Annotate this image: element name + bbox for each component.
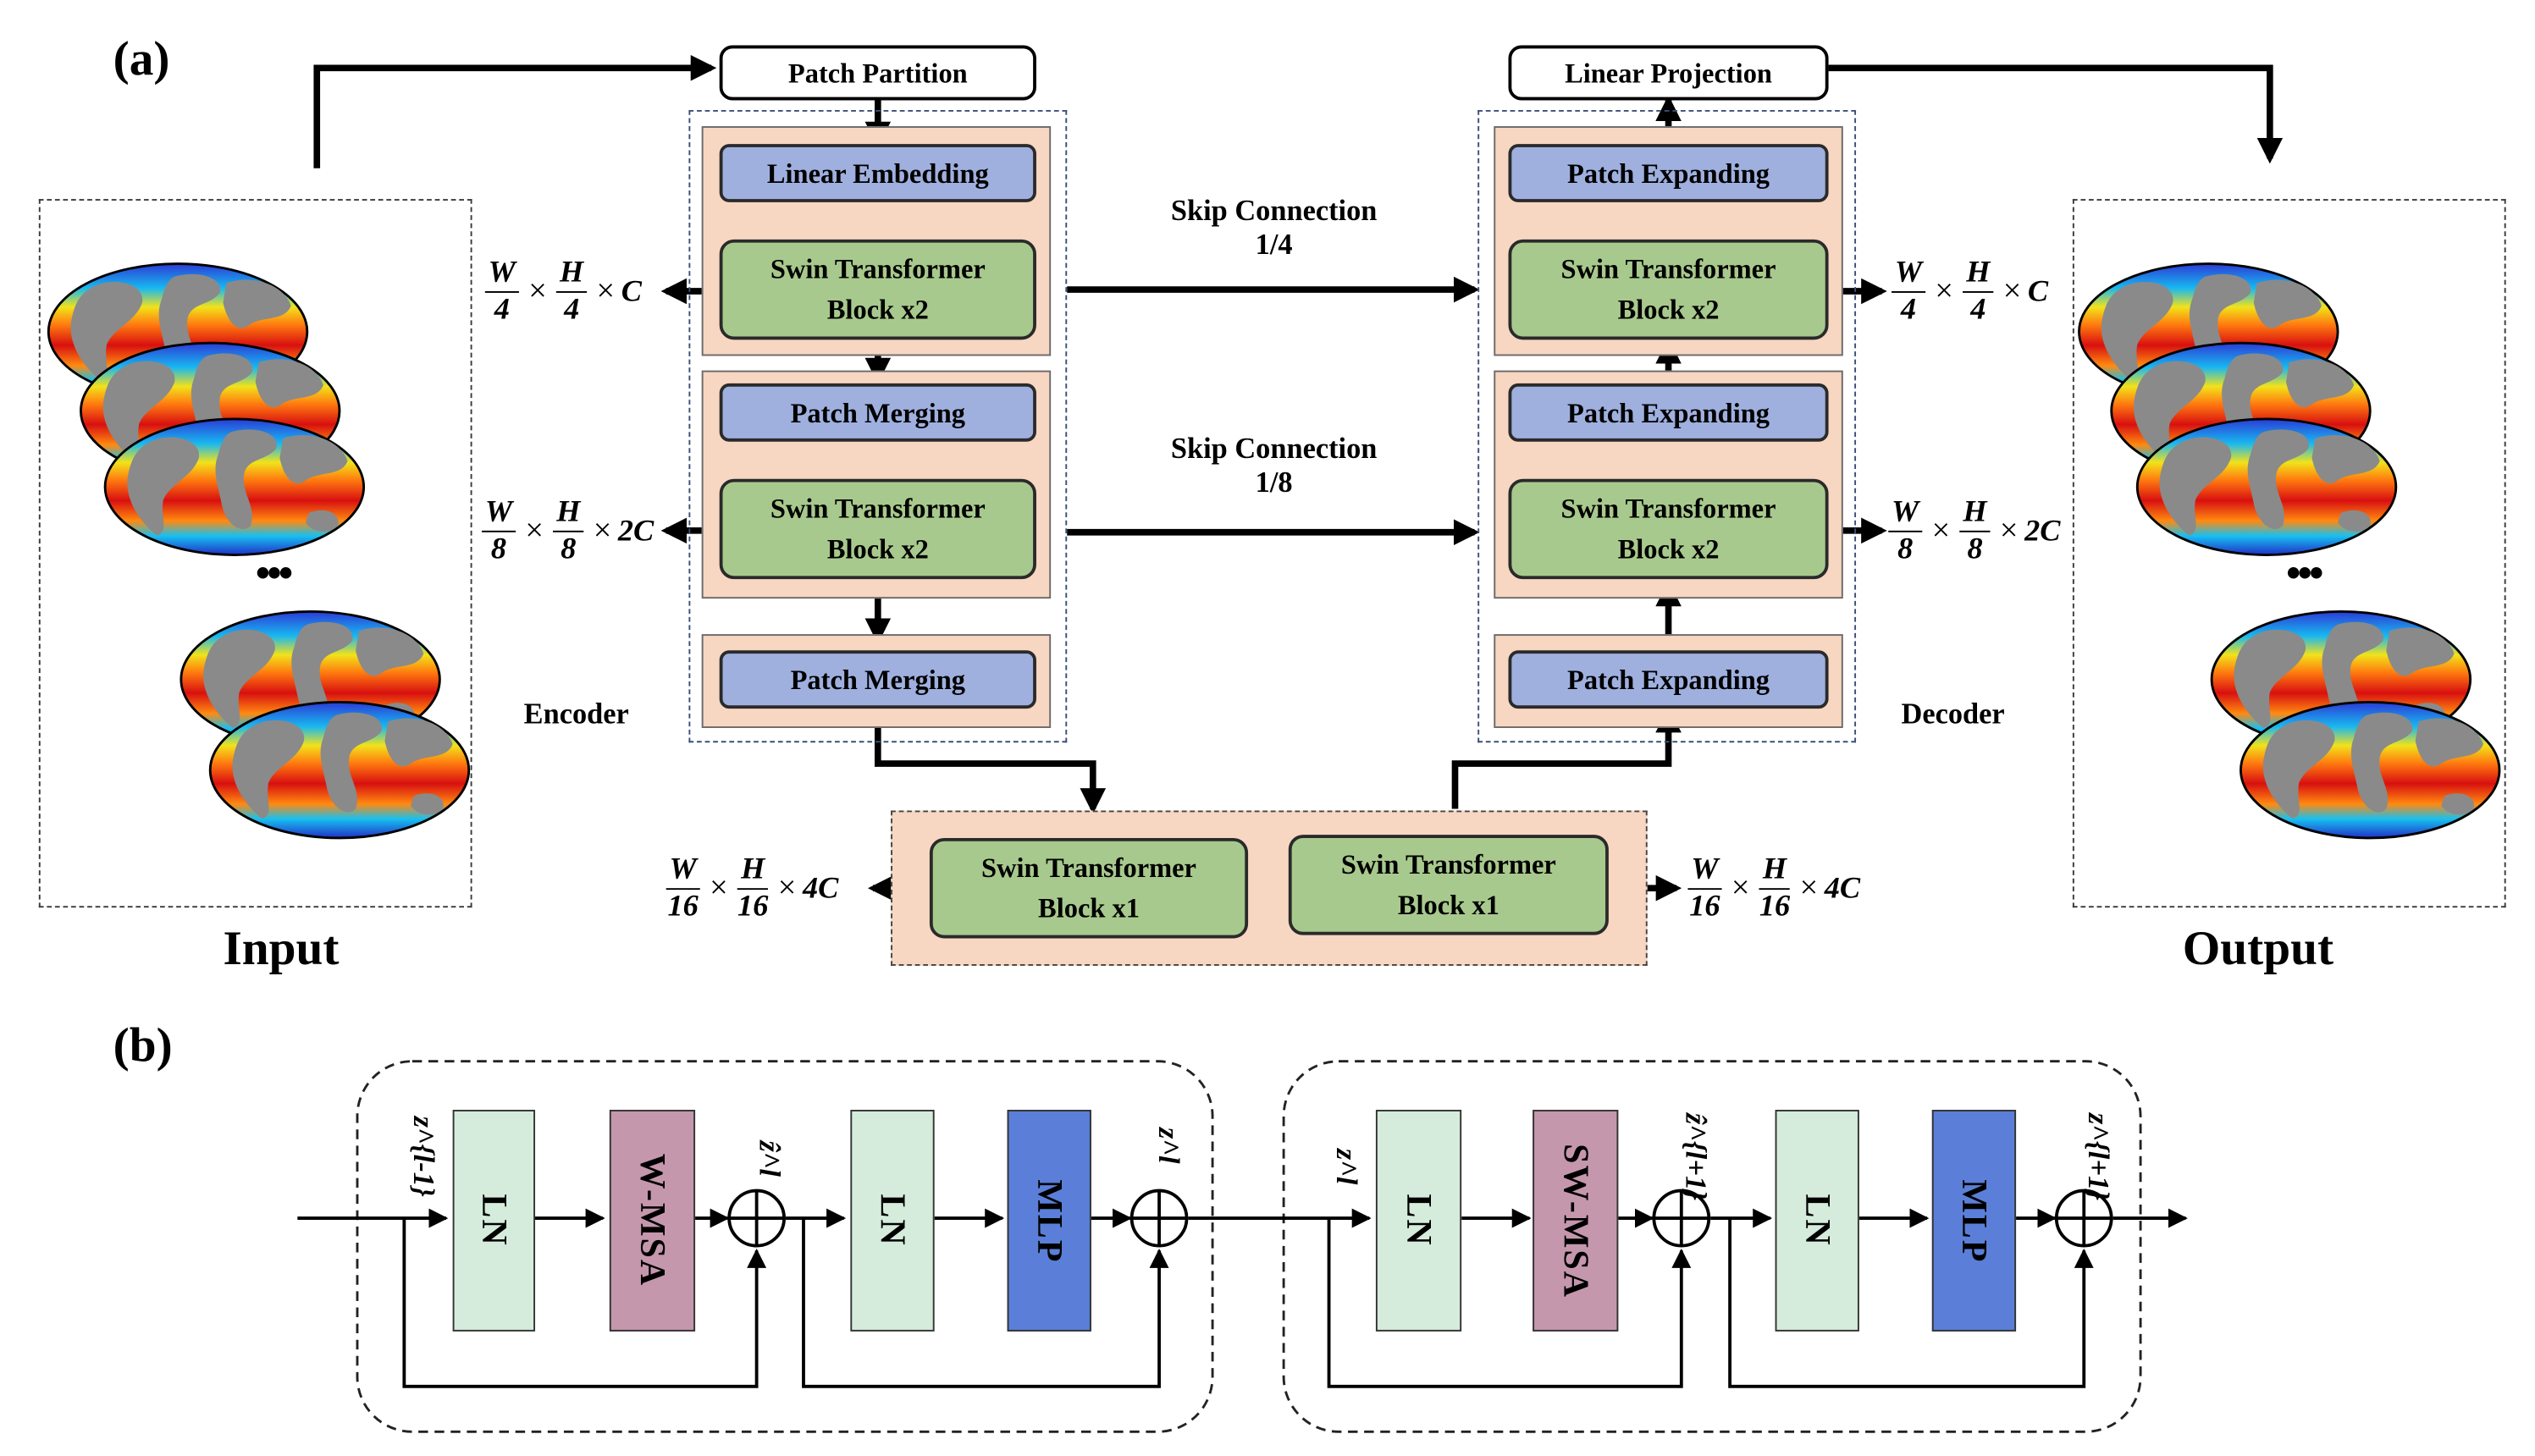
patch-partition-box: Patch Partition xyxy=(719,45,1036,101)
encoder-container xyxy=(688,109,1068,743)
patch-expanding-box-2: Patch Expanding xyxy=(1508,383,1829,442)
skip-connection-label-1: Skip Connection 1/4 xyxy=(1170,194,1378,261)
skip-connection-label-2: Skip Connection 1/8 xyxy=(1170,432,1378,499)
encoder-swin-block-2: Swin Transformer Block x2 xyxy=(719,478,1036,580)
patch-merging-box-2: Patch Merging xyxy=(719,650,1036,709)
swin-block-container-1 xyxy=(356,1060,1214,1433)
decoder-label: Decoder xyxy=(1901,697,2005,730)
decoder-swin-block-1: Swin Transformer Block x2 xyxy=(1508,239,1829,340)
mlp-box-2: MLP xyxy=(1931,1110,2017,1332)
wmsa-box: W-MSA xyxy=(609,1110,696,1332)
ln-box-1: LN xyxy=(452,1110,536,1332)
input-panel xyxy=(38,199,472,908)
patch-expanding-box-3: Patch Expanding xyxy=(1508,650,1829,709)
swmsa-box: SW-MSA xyxy=(1533,1110,1619,1332)
output-label: Output xyxy=(2182,922,2334,976)
input-to-partition-arrow xyxy=(313,54,717,168)
encoder-to-bottleneck-arrow xyxy=(875,709,1107,814)
input-label: Input xyxy=(223,922,340,976)
panel-a-label: (a) xyxy=(113,32,170,86)
ln-box-4: LN xyxy=(1775,1110,1859,1332)
z-label: z^l xyxy=(1152,1128,1185,1164)
mlp-box-1: MLP xyxy=(1007,1110,1091,1332)
ln-box-3: LN xyxy=(1375,1110,1462,1332)
linear-embedding-box: Linear Embedding xyxy=(719,144,1036,202)
projection-to-output-arrow xyxy=(1828,64,2284,164)
bottleneck-to-decoder-arrow xyxy=(1451,706,1682,809)
z-label-2: z^l xyxy=(1330,1148,1363,1185)
swin-block-container-2 xyxy=(1282,1060,2142,1433)
bottleneck-swin-block-1: Swin Transformer Block x1 xyxy=(929,837,1249,939)
output-ellipsis: ••• xyxy=(2285,549,2324,598)
z-hat-label: ẑ^l xyxy=(753,1140,786,1177)
patch-expanding-box-1: Patch Expanding xyxy=(1508,144,1829,202)
panel-b-connectors xyxy=(297,1060,2188,1433)
panel-b-label: (b) xyxy=(113,1018,173,1073)
output-panel xyxy=(2072,199,2506,908)
patch-merging-box-1: Patch Merging xyxy=(719,383,1036,442)
linear-projection-box: Linear Projection xyxy=(1508,45,1829,101)
input-ellipsis: ••• xyxy=(255,549,294,598)
encoder-label: Encoder xyxy=(523,697,629,730)
bottleneck-swin-block-2: Swin Transformer Block x1 xyxy=(1288,835,1609,935)
z-next-label: z^{l+1} xyxy=(2082,1112,2115,1201)
decoder-container xyxy=(1477,109,1857,743)
ln-box-2: LN xyxy=(850,1110,935,1332)
encoder-swin-block-1: Swin Transformer Block x2 xyxy=(719,239,1036,340)
z-hat-next-label: ẑ^{l+1} xyxy=(1679,1112,1713,1201)
decoder-swin-block-2: Swin Transformer Block x2 xyxy=(1508,478,1829,580)
z-prev-label: z^{l-1} xyxy=(407,1116,440,1197)
